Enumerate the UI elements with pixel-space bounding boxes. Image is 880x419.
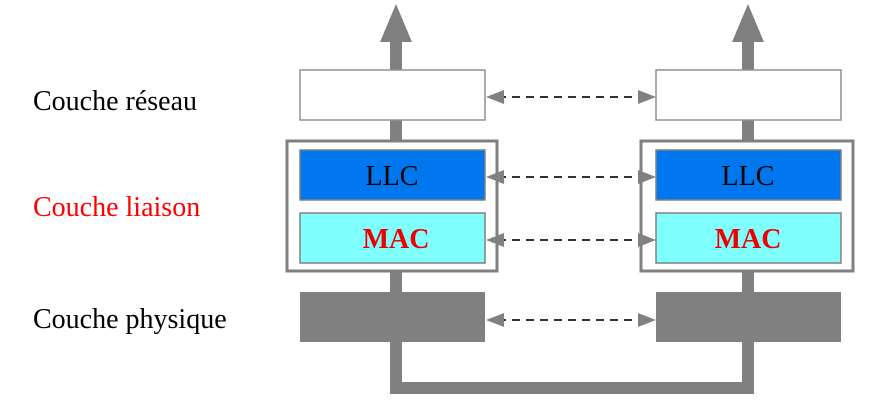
llc-peer-arrow-right [638,170,656,184]
right-llc-box [655,149,842,201]
mac-peer-arrow-right [638,233,656,247]
network-peer-arrow-right [638,90,656,104]
left-network-box [299,69,486,121]
physical-peer-arrow-left [486,313,504,327]
link-layer-label: Couche liaison [33,192,200,223]
network-peer-arrow-left [486,90,504,104]
right-up-arrow-head [732,4,764,42]
left-mac-box [299,212,486,264]
network-layer-label: Couche réseau [33,86,197,117]
left-llc-label: LLC [366,161,419,192]
right-mac-label: MAC [715,224,782,255]
left-mac-label: MAC [363,224,430,255]
physical-medium-link [390,382,754,394]
llc-peer-arrow-left [486,170,504,184]
right-network-box [655,69,842,121]
left-up-arrow-head [380,4,412,42]
mac-peer-arrow-left [486,233,504,247]
right-llc-label: LLC [722,161,775,192]
physical-peer-arrow-right [638,313,656,327]
left-physical-block [300,292,485,342]
physical-layer-label: Couche physique [33,304,227,335]
right-mac-box [655,212,842,264]
left-llc-box [299,149,486,201]
right-physical-block [656,292,841,342]
